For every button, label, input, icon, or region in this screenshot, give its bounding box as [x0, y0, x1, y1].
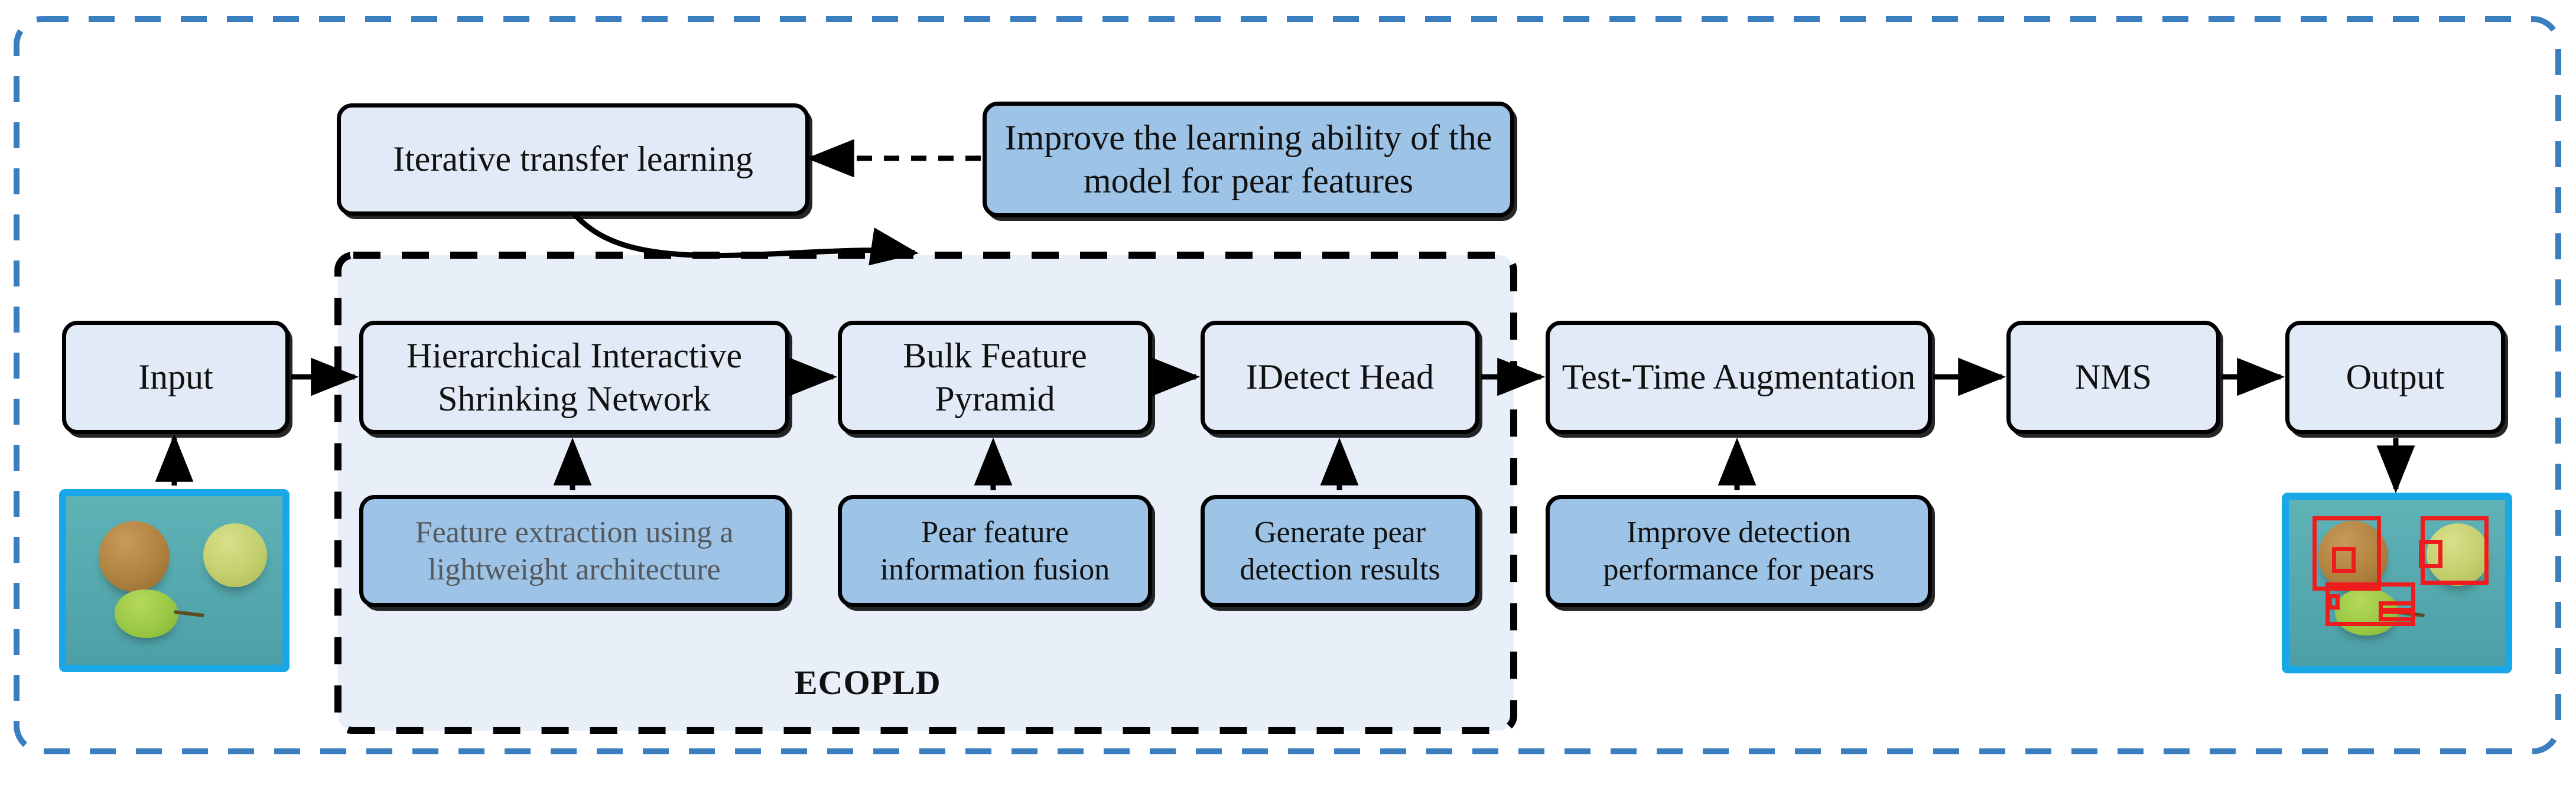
node-label: Output	[2346, 357, 2445, 397]
output-photo-scene	[2289, 500, 2505, 666]
node-label: Iterative transfer learning	[393, 139, 753, 179]
node-label: NMS	[2074, 357, 2152, 397]
node-label: IDetect Head	[1245, 357, 1435, 397]
pear-brown	[99, 521, 170, 592]
annotation-pear-feature-fusion[interactable]: Pear feature information fusion	[838, 495, 1152, 607]
annotation-label: Feature extraction using a lightweight a…	[415, 515, 734, 587]
node-label: Test-Time Augmentation	[1562, 357, 1916, 397]
pear-yellow-green	[2427, 523, 2489, 586]
annotation-label: Improve detection performance for pears	[1603, 515, 1875, 587]
detection-box-brown-pear	[2312, 516, 2381, 591]
annotation-generate-detection-results[interactable]: Generate pear detection results	[1201, 495, 1479, 607]
input-photo-scene	[66, 496, 282, 665]
node-nms[interactable]: NMS	[2006, 321, 2220, 434]
pear-yellow-green	[203, 523, 267, 587]
outer-dashed-border	[14, 16, 2561, 754]
annotation-improve-detection-performance[interactable]: Improve detection performance for pears	[1546, 495, 1932, 607]
input-photo	[59, 489, 290, 672]
detection-box-green-defect	[2328, 594, 2340, 610]
annotation-feature-extraction[interactable]: Feature extraction using a lightweight a…	[359, 495, 789, 607]
ecopld-caption: ECOPLD	[795, 663, 941, 702]
detection-box-stem-2	[2379, 610, 2415, 621]
node-output[interactable]: Output	[2285, 321, 2505, 434]
node-improve-learning-ability[interactable]: Improve the learning ability of the mode…	[983, 102, 1514, 217]
detection-box-brown-defect	[2332, 547, 2356, 573]
node-bulk-feature-pyramid[interactable]: Bulk Feature Pyramid	[838, 321, 1152, 434]
annotation-label: Generate pear detection results	[1240, 515, 1440, 587]
node-label: Hierarchical Interactive Shrinking Netwo…	[406, 336, 742, 418]
detection-box-right-defect	[2419, 540, 2442, 568]
arrow-iterative-to-ecopld	[571, 211, 919, 266]
output-photo	[2282, 493, 2512, 673]
node-label: Bulk Feature Pyramid	[903, 336, 1087, 418]
node-hierarchical-interactive-shrinking-network[interactable]: Hierarchical Interactive Shrinking Netwo…	[359, 321, 789, 434]
pear-green	[115, 589, 178, 638]
node-idetect-head[interactable]: IDetect Head	[1201, 321, 1479, 434]
node-input[interactable]: Input	[62, 321, 290, 434]
ecopld-region-border	[334, 252, 1517, 734]
annotation-label: Pear feature information fusion	[880, 515, 1110, 587]
node-test-time-augmentation[interactable]: Test-Time Augmentation	[1546, 321, 1932, 434]
node-label: Input	[138, 357, 213, 397]
node-iterative-transfer-learning[interactable]: Iterative transfer learning	[337, 103, 809, 216]
node-label: Improve the learning ability of the mode…	[1004, 118, 1492, 200]
